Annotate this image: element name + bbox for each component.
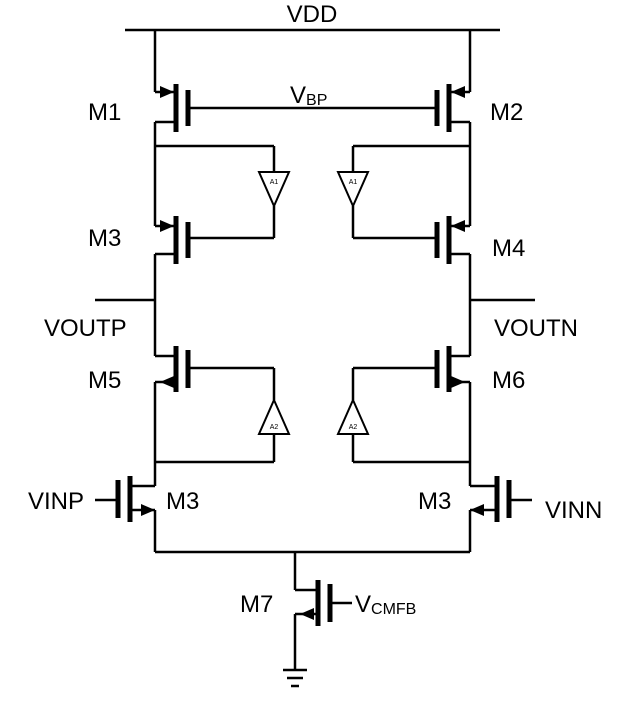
m7-label: M7: [240, 591, 273, 618]
output-voutp: VOUTP: [44, 298, 155, 342]
m4-label: M4: [492, 235, 525, 262]
vdd-label: VDD: [287, 1, 338, 28]
a2-left-label: A2: [270, 424, 279, 431]
vinp-label: VINP: [28, 488, 84, 515]
ground-symbol: [283, 668, 307, 688]
transistor-m2: M2: [434, 30, 523, 146]
amplifier-a1-right: A1: [336, 144, 470, 238]
a2-right-label: A2: [349, 424, 358, 431]
m1-label: M1: [88, 99, 121, 126]
transistor-m6: M6: [351, 300, 525, 462]
amplifier-a1-left: A1: [155, 144, 291, 238]
transistor-m7: M7 VCMFB: [240, 580, 416, 670]
m6-label: M6: [492, 367, 525, 394]
voutn-label: VOUTN: [494, 315, 578, 342]
tail-node: [155, 550, 470, 590]
vbp-net: VBP: [188, 82, 437, 110]
voutp-label: VOUTP: [44, 315, 127, 342]
m2-label: M2: [490, 99, 523, 126]
transistor-m5: M5: [88, 300, 276, 462]
m3-input-right-label: M3: [418, 488, 451, 515]
m3-cascode-label: M3: [88, 225, 121, 252]
vdd-rail: VDD: [125, 1, 500, 32]
m3-input-left-label: M3: [166, 488, 199, 515]
amplifier-a2-right: A2: [336, 397, 470, 464]
transistor-m3-cascode: M3: [88, 146, 274, 300]
transistor-m4: M4: [353, 146, 525, 300]
vbp-label: VBP: [290, 82, 327, 109]
transistor-m3-input-left: VINP M3: [28, 462, 199, 552]
vinn-label: VINN: [545, 497, 602, 524]
a1-right-label: A1: [349, 179, 358, 186]
transistor-m3-input-right: VINN M3: [418, 462, 602, 552]
m5-label: M5: [88, 367, 121, 394]
transistor-m1: M1: [88, 30, 191, 146]
vcmfb-label: VCMFB: [355, 591, 416, 618]
output-voutn: VOUTN: [470, 298, 578, 342]
amplifier-a2-left: A2: [155, 397, 291, 464]
a1-left-label: A1: [270, 179, 279, 186]
